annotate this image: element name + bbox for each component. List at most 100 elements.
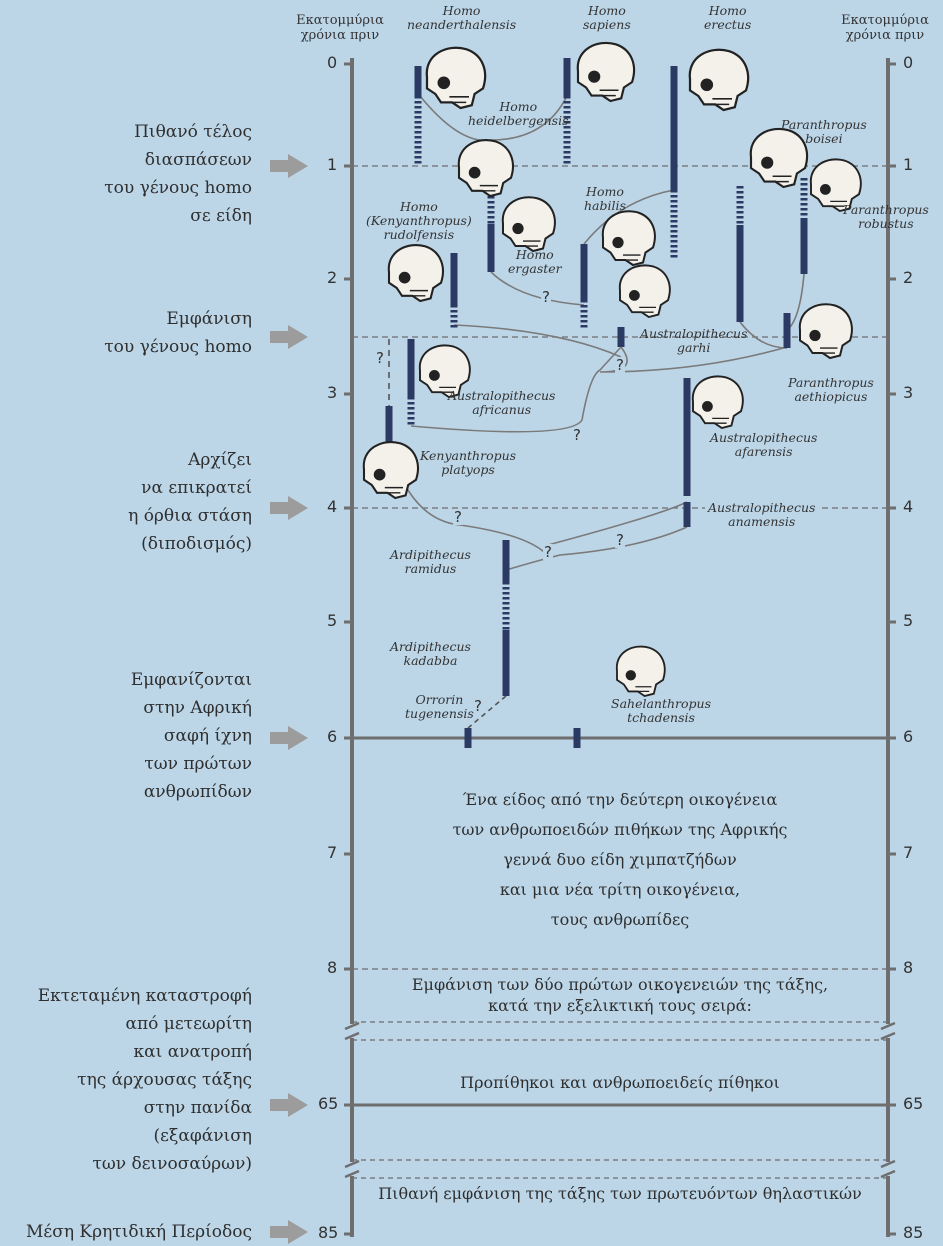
skull-teeth [384, 486, 403, 494]
skull-outline [419, 344, 471, 399]
bar-heidelbergensis [487, 224, 495, 272]
skull-teeth [712, 98, 732, 106]
bar-neanderthalensis [414, 111, 422, 114]
skull-outline [749, 127, 809, 189]
skull-outline [362, 441, 419, 500]
tick-label-left-8: 8 [327, 958, 338, 977]
bar-neanderthalensis [414, 116, 422, 119]
skull-teeth [623, 254, 641, 261]
lineage-curve [490, 271, 585, 306]
bar-boisei [736, 225, 744, 322]
lineage-curve [490, 95, 568, 141]
break-mark-a-1-1 [880, 1159, 896, 1169]
bar-africanus [407, 407, 415, 410]
bar-neanderthalensis [414, 156, 422, 159]
bar-sapiens [563, 106, 571, 109]
skull-eye [588, 70, 601, 83]
skull-eye [702, 401, 713, 412]
question-mark: ? [615, 356, 625, 374]
event-label-cretaceous: Μέση Κρητιδική Περίοδος [26, 1222, 252, 1242]
tick-label-left-7: 7 [327, 843, 338, 862]
box-prosimians: Προπίθηκοι και ανθρωποειδείς πίθηκοι [460, 1073, 780, 1092]
tick-label-left-3: 3 [327, 383, 338, 402]
skull-eye [373, 468, 386, 481]
bar-robustus [800, 198, 808, 201]
bar-neanderthalensis [414, 161, 422, 164]
bar-erectus [670, 250, 678, 253]
skull-icon-erectus [688, 48, 750, 112]
tick-label-left-2: 2 [327, 268, 338, 287]
skull-teeth [639, 306, 657, 313]
skull-eye [512, 222, 524, 235]
skull-eye [437, 76, 451, 90]
bar-africanus [407, 397, 415, 400]
skull-teeth [449, 96, 469, 104]
bar-africanus [407, 412, 415, 415]
skull-icon-tchadensis [616, 645, 666, 697]
bar-tchadensis [573, 728, 581, 748]
bar-afarensis [683, 378, 691, 496]
bar-neanderthalensis [414, 96, 422, 99]
break-mark-b-0-0 [344, 1031, 360, 1041]
bar-ramidus [502, 540, 510, 582]
bar-sapiens [563, 131, 571, 134]
bar-sapiens [563, 136, 571, 139]
skull-teeth [599, 89, 619, 97]
bar-anamensis [683, 502, 691, 527]
skull-eye [700, 78, 714, 92]
skull-eye [625, 670, 636, 681]
skull-eye [761, 156, 774, 169]
skull-teeth [772, 175, 792, 183]
bar-aethiopicus [783, 313, 791, 348]
skull-outline [810, 158, 862, 213]
bar-habilis [580, 244, 588, 300]
bar-boisei [736, 206, 744, 209]
skull-outline [616, 645, 666, 697]
bar-boisei [736, 201, 744, 204]
tick-label-left-1: 1 [327, 155, 338, 174]
bar-heidelbergensis [487, 216, 495, 219]
box-primates-origin: Πιθανή εμφάνιση της τάξης των πρωτευόντω… [378, 1184, 862, 1203]
bar-sapiens [563, 156, 571, 159]
bar-erectus [670, 190, 678, 193]
tick-label-right-6: 6 [903, 727, 914, 746]
skull-icon-africanus [419, 344, 471, 399]
break-mark-a-0-1 [880, 1021, 896, 1031]
skull-teeth [820, 347, 838, 354]
skull-icon-heidelbergensis [457, 139, 514, 198]
bar-boisei [736, 216, 744, 219]
bar-robustus [800, 208, 808, 211]
bar-rudolfensis [450, 320, 458, 323]
bar-neanderthalensis [414, 126, 422, 129]
tick-label-right-3: 3 [903, 383, 914, 402]
tick-label-right-5: 5 [903, 611, 914, 630]
lineage-curve [599, 346, 788, 373]
bar-heidelbergensis [487, 206, 495, 209]
bar-ramidus [502, 612, 510, 615]
bar-ramidus [502, 592, 510, 595]
skull-eye [612, 236, 624, 249]
question-mark: ? [453, 508, 463, 526]
bar-habilis [580, 310, 588, 313]
tick-label-left-65: 65 [318, 1094, 339, 1113]
lineage-curve [583, 189, 675, 245]
bar-habilis [580, 305, 588, 308]
bar-robustus [800, 218, 808, 274]
skull-icon-rudolfensis [387, 244, 444, 303]
bar-erectus [670, 245, 678, 248]
bar-heidelbergensis [487, 221, 495, 224]
species-label-rudolfensis: Homo(Kenyanthropus)rudolfensis [366, 199, 472, 242]
skull-teeth [635, 686, 652, 693]
bar-ramidus [502, 597, 510, 600]
bar-erectus [670, 205, 678, 208]
